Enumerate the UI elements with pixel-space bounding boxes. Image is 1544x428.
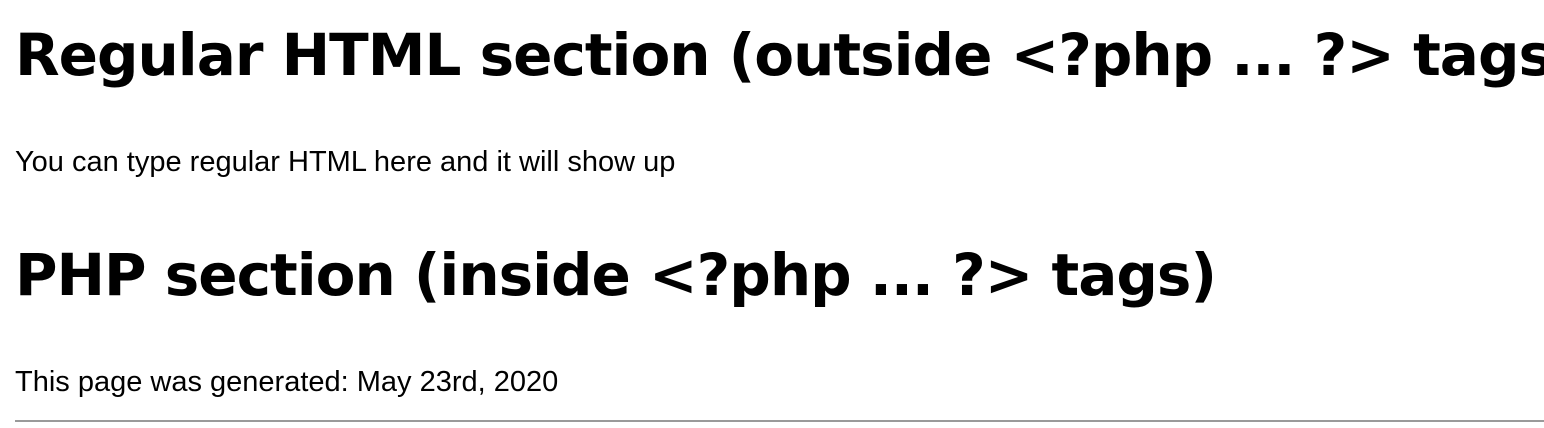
html-section-heading: Regular HTML section (outside <?php ... … — [15, 21, 1544, 89]
html-section-text: You can type regular HTML here and it wi… — [15, 146, 676, 178]
generated-date-text: This page was generated: May 23rd, 2020 — [15, 366, 559, 398]
horizontal-rule — [15, 420, 1544, 422]
php-section-heading: PHP section (inside <?php ... ?> tags) — [15, 241, 1217, 309]
